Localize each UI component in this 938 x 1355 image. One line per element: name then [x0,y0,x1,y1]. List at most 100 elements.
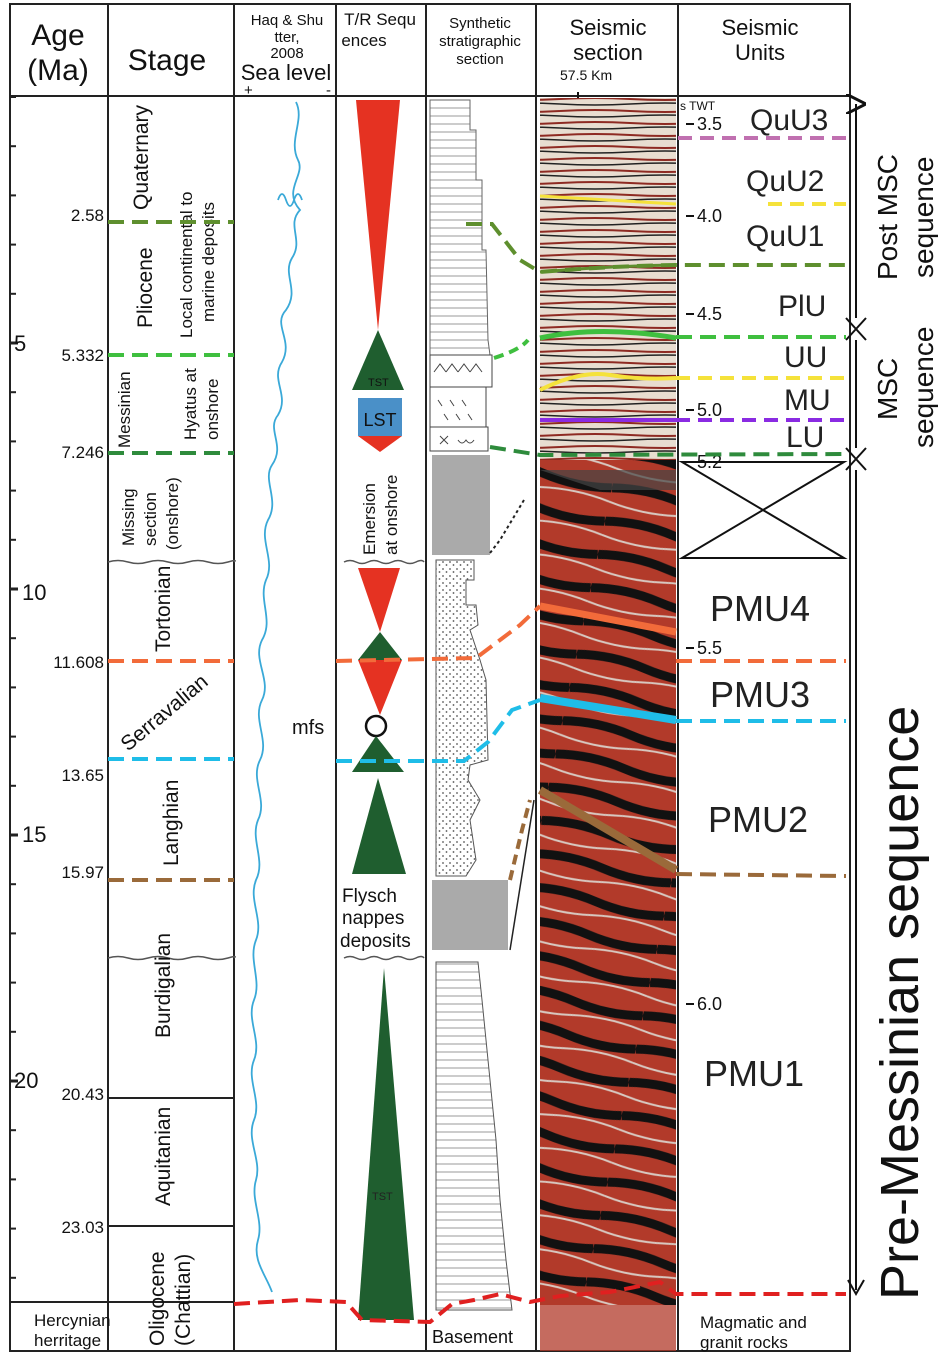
horizon-messinian-base [489,445,847,458]
pre-messinian-label: Pre-Messinian sequence [870,706,930,1300]
age-axis: 5 10 15 20 2.58 5.332 7.246 11.608 13.65… [10,96,104,1279]
messinian-note-2: onshore [203,379,222,440]
mfs-label: mfs [292,717,324,739]
sea-level-header-4: Sea level [241,60,332,85]
age-5.332: 5.332 [61,346,104,365]
age-20.43: 20.43 [61,1085,104,1104]
sea-level-curve [250,101,302,1293]
tr-header-1: T/R Sequ [344,10,416,29]
msc-label-1: MSC [872,358,903,420]
stage-pliocene: Pliocene [134,247,157,328]
seismic-upper [540,98,676,460]
twt-4.0: 4.0 [697,206,722,226]
sequence-brackets [845,104,867,1297]
synthetic-header-2: stratigraphic [439,33,521,50]
messinian-note-1: Hyatus at [181,368,200,440]
emersion-2: at onshore [382,475,401,555]
seismic-units: QuU3 QuU2 QuU1 PlU UU MU LU PMU4 PMU3 PM… [678,104,848,1352]
sea-level-header-2: tter, [274,29,299,46]
twt-unit: s TWT [680,99,716,113]
stage-messinian: Messinian [115,371,134,448]
flysch-3: deposits [340,931,411,952]
tst-upper-label: TST [368,377,389,389]
missing-section-cross [678,461,848,559]
stage-langhian: Langhian [160,780,183,866]
age-minor-ticks [10,96,18,1279]
twt-6.0: 6.0 [697,994,722,1014]
seismic-section [540,92,676,1351]
missing-3: (onshore) [163,477,182,550]
unit-quu1: QuU1 [746,220,824,253]
seismic-lower [540,460,676,1305]
unit-lu: LU [786,421,824,454]
stage-quaternary: Quaternary [130,104,153,210]
unit-pmu1: PMU1 [704,1053,804,1094]
stage-burdigalian: Burdigalian [152,933,175,1038]
tst-lower-label: TST [372,1191,393,1203]
synthetic-gap-lower [432,880,508,950]
mfs-marker [364,714,388,738]
horizon-langhian-base [675,872,847,878]
header-row: Age (Ma) Stage Haq & Shu tter, 2008 Sea … [9,3,851,99]
flysch-1: Flysch [342,886,397,907]
age-15.97: 15.97 [61,863,104,882]
emersion-1: Emersion [360,483,379,555]
horizon-basement [233,1279,846,1325]
lst-box [358,398,402,436]
age-major-10: 10 [22,580,46,605]
age-11.608: 11.608 [53,653,104,672]
missing-1: Missing [119,488,138,546]
stage-oligocene: Oligocene [146,1251,169,1346]
age-2.58: 2.58 [71,206,104,225]
unit-uu: UU [784,341,827,374]
post-msc-label-1: Post MSC [872,154,903,280]
age-13.65: 13.65 [61,766,104,785]
twt-4.5: 4.5 [697,304,722,324]
unit-quu2: QuU2 [746,165,824,198]
post-msc-label-2: sequence [908,157,938,278]
stage-serravalian: Serravalian [116,670,212,756]
lst-label: LST [363,410,396,430]
twt-5.0: 5.0 [697,400,722,420]
seismic-scale: 57.5 Km [560,67,612,83]
seismic-units-header-2: Units [735,40,785,65]
synthetic-header-1: Synthetic [449,15,511,32]
twt-5.5: 5.5 [697,638,722,658]
stage-tortonian: Tortonian [152,566,175,652]
basement-label: Basement [432,1327,513,1347]
tst-wedge-lower [358,968,414,1320]
hercynian-1: Hercynian [34,1311,111,1330]
age-header-line2: (Ma) [27,54,89,87]
tst-wedge-upper [352,330,404,390]
column-frames [9,4,851,1352]
units-note-2: granit rocks [700,1333,788,1352]
missing-2: section [141,492,160,546]
seismic-section-header-1: Seismic [569,15,646,40]
age-major-15: 15 [22,822,46,847]
seismic-section-header-2: section [573,40,643,65]
age-major-20: 20 [14,1068,38,1093]
unit-pmu4: PMU4 [710,588,810,629]
sea-level-plus: + [244,82,253,99]
unit-pmu3: PMU3 [710,674,810,715]
stage-aquitanian: Aquitanian [152,1107,175,1206]
units-note-1: Magmatic and [700,1313,807,1332]
age-major-5: 5 [14,331,26,356]
hercynian-2: herritage [34,1331,101,1350]
stage-header: Stage [128,44,206,77]
twt-3.5: 3.5 [697,114,722,134]
unit-pmu2: PMU2 [708,799,808,840]
seismic-units-header-1: Seismic [721,15,798,40]
age-header-line1: Age [31,19,84,52]
pliocene-note-2: marine deposits [199,202,218,322]
flysch-2: nappes [342,908,404,929]
stage-chattian: (Chattian) [172,1254,195,1346]
age-23.03: 23.03 [61,1218,104,1237]
sea-level-header-3: 2008 [270,45,303,62]
synthetic-gap-upper [432,455,490,555]
stage-column: Quaternary Pliocene Local continental to… [10,104,236,1350]
age-7.246: 7.246 [61,443,104,462]
tr-column: TST LST Emersion at onshore mfs Flysch n… [292,100,425,1320]
regressive-wedge-upper [356,100,400,330]
